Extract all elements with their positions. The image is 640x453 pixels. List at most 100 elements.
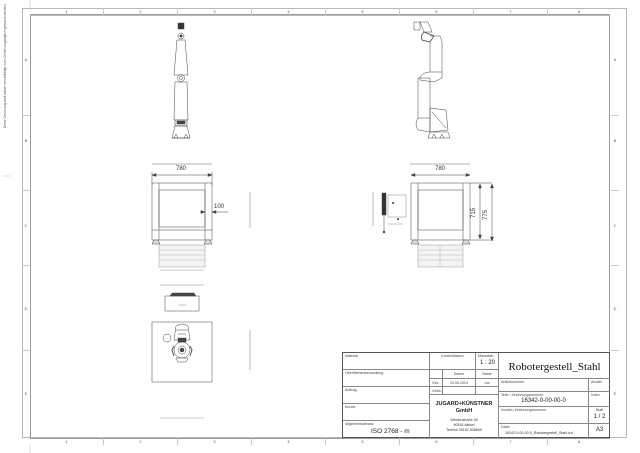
dim-side-width: 780 xyxy=(435,166,446,172)
dim-side-outer-height: 775 xyxy=(483,209,489,220)
material-label: Material xyxy=(345,354,358,358)
drawing-title: Robotergestell_Stahl xyxy=(508,361,601,373)
dim-front-width: 780 xyxy=(176,166,187,172)
quantity-cell: Anzahl xyxy=(589,379,610,392)
name-label: Name xyxy=(482,372,492,376)
drawn-name-cell: ma xyxy=(476,379,499,387)
zone-row-d-left: D xyxy=(22,265,30,350)
zone-col-8: 8 xyxy=(547,438,610,445)
company-address-2: 90518 Altdorf xyxy=(453,423,475,427)
name-header-cell: Name xyxy=(476,370,499,379)
drawn-date: 10.06.2024 xyxy=(450,381,468,385)
file-name: 16342-0-00-00-0_Robotergestell_Stahl.iсd xyxy=(505,431,573,435)
order-cell: Auftrag xyxy=(343,387,430,404)
scale-value: 1 : 20 xyxy=(480,360,496,366)
format-cell: A3 xyxy=(589,424,610,438)
zone-col-8: 8 xyxy=(547,8,610,15)
scale-cell: Massstab 1 : 20 xyxy=(476,353,499,370)
article-number-label: Artikelnummer xyxy=(501,380,525,384)
sheet-cell: Blatt 1 / 2 xyxy=(589,407,610,424)
file-cell: Datei: 16342-0-00-00-0_Robotergestell_St… xyxy=(499,424,589,438)
zone-bar-bottom: 1 2 3 4 5 6 7 8 xyxy=(30,438,610,445)
scale-label: Massstab xyxy=(478,354,494,358)
company-name-2: GmbH xyxy=(455,408,473,414)
changed-name-cell xyxy=(476,387,499,395)
check-date-label: Kontrolldatum xyxy=(441,354,464,358)
quantity-label: Anzahl xyxy=(591,380,602,384)
check-date-cell: Kontrolldatum xyxy=(430,353,476,370)
top-view xyxy=(151,284,251,383)
inner-frame xyxy=(30,14,610,439)
index-label: Index xyxy=(591,393,600,397)
zone-row-c-right: C xyxy=(611,190,619,265)
zone-col-6: 6 xyxy=(399,438,473,445)
drawn-label: Gez. xyxy=(432,381,440,385)
zone-row-e-left: E xyxy=(22,350,30,438)
zone-bar-top: 1 2 3 4 5 6 7 8 xyxy=(30,8,610,16)
file-label: Datei: xyxy=(501,425,511,429)
surface-cell: Oberflächenbehandlung xyxy=(343,370,430,387)
zone-row-a-left: A xyxy=(24,57,28,62)
zone-row-b-left: B xyxy=(22,115,30,190)
company-phone: Telefon 09187-936690 xyxy=(446,428,482,432)
zone-col-3: 3 xyxy=(177,438,251,445)
drawn-name: ma xyxy=(484,381,490,385)
zone-col-5: 5 xyxy=(325,8,399,15)
sheet-value: 1 / 2 xyxy=(593,414,606,420)
material-cell: Material xyxy=(343,353,430,370)
dim-side-inner-height: 715 xyxy=(471,207,477,218)
side-view-robot-arm xyxy=(413,21,451,139)
zone-col-6: 6 xyxy=(399,8,473,15)
order-label: Auftrag xyxy=(345,388,357,392)
zone-col-7: 7 xyxy=(473,8,547,15)
zone-col-7: 7 xyxy=(473,438,547,445)
zone-col-1: 1 xyxy=(65,439,68,444)
customer-drawing-cell: Kunden-Zeichnungsnummer xyxy=(499,407,589,424)
zone-row-d-right: D xyxy=(611,265,619,350)
front-view-stand xyxy=(151,163,251,271)
surface-label: Oberflächenbehandlung xyxy=(345,371,384,375)
customer-drawing-label: Kunden-Zeichnungsnummer xyxy=(501,408,547,412)
changed-label: Geän. xyxy=(432,389,442,393)
changed-cell: Geän. xyxy=(430,387,443,395)
paper-format: A3 xyxy=(595,427,604,433)
zone-row-e-right: E xyxy=(611,350,619,438)
company-address-1: Weidenstraße 45 xyxy=(450,418,478,422)
blank-cell xyxy=(430,370,443,379)
zone-col-2: 2 xyxy=(103,8,177,15)
drawing-number-cell: Teile-/ Zeichnungsnummer 16342-0-00-00-0 xyxy=(499,392,589,407)
date-label: Datum xyxy=(453,372,465,376)
zone-col-3: 3 xyxy=(177,8,251,15)
front-view-robot-arm xyxy=(171,22,191,139)
drawing-number-label: Teile-/ Zeichnungsnummer xyxy=(501,393,544,397)
title-cell: Robotergestell_Stahl xyxy=(499,353,610,379)
tolerance-label: Allgemeintoleranz xyxy=(345,422,374,426)
side-view-stand xyxy=(372,163,494,268)
dim-front-offset: 100 xyxy=(214,204,225,210)
sheet-label: Blatt xyxy=(595,408,604,412)
zone-col-5: 5 xyxy=(325,438,399,445)
company-block: JUGARD+KÜNSTNER GmbH Weidenstraße 45 905… xyxy=(430,395,499,438)
index-cell: Index xyxy=(589,392,610,407)
customer-label: Kunde xyxy=(345,405,356,409)
zone-row-c-left: C xyxy=(22,190,30,265)
changed-date-cell xyxy=(443,387,476,395)
article-number-cell: Artikelnummer xyxy=(499,379,589,392)
customer-cell: Kunde xyxy=(343,404,430,421)
zone-col-4: 4 xyxy=(251,438,325,445)
drawn-date-cell: 10.06.2024 xyxy=(443,379,476,387)
zone-col-1: 1 xyxy=(65,9,68,14)
zone-row-b-right: B xyxy=(611,115,619,190)
tolerance-cell: Allgemeintoleranz ISO 2768 - m xyxy=(343,421,430,438)
zone-col-2: 2 xyxy=(103,438,177,445)
drawn-cell: Gez. xyxy=(430,379,443,387)
zone-col-4: 4 xyxy=(251,8,325,15)
outer-frame xyxy=(22,8,627,438)
title-block: Material Oberflächenbehandlung Auftrag K… xyxy=(342,352,610,438)
date-header-cell: Datum xyxy=(443,370,476,379)
drawing-number: 16342-0-00-00-0 xyxy=(521,398,566,404)
zone-row-a-right: A xyxy=(613,57,617,62)
tolerance-value: ISO 2768 - m xyxy=(371,428,410,435)
